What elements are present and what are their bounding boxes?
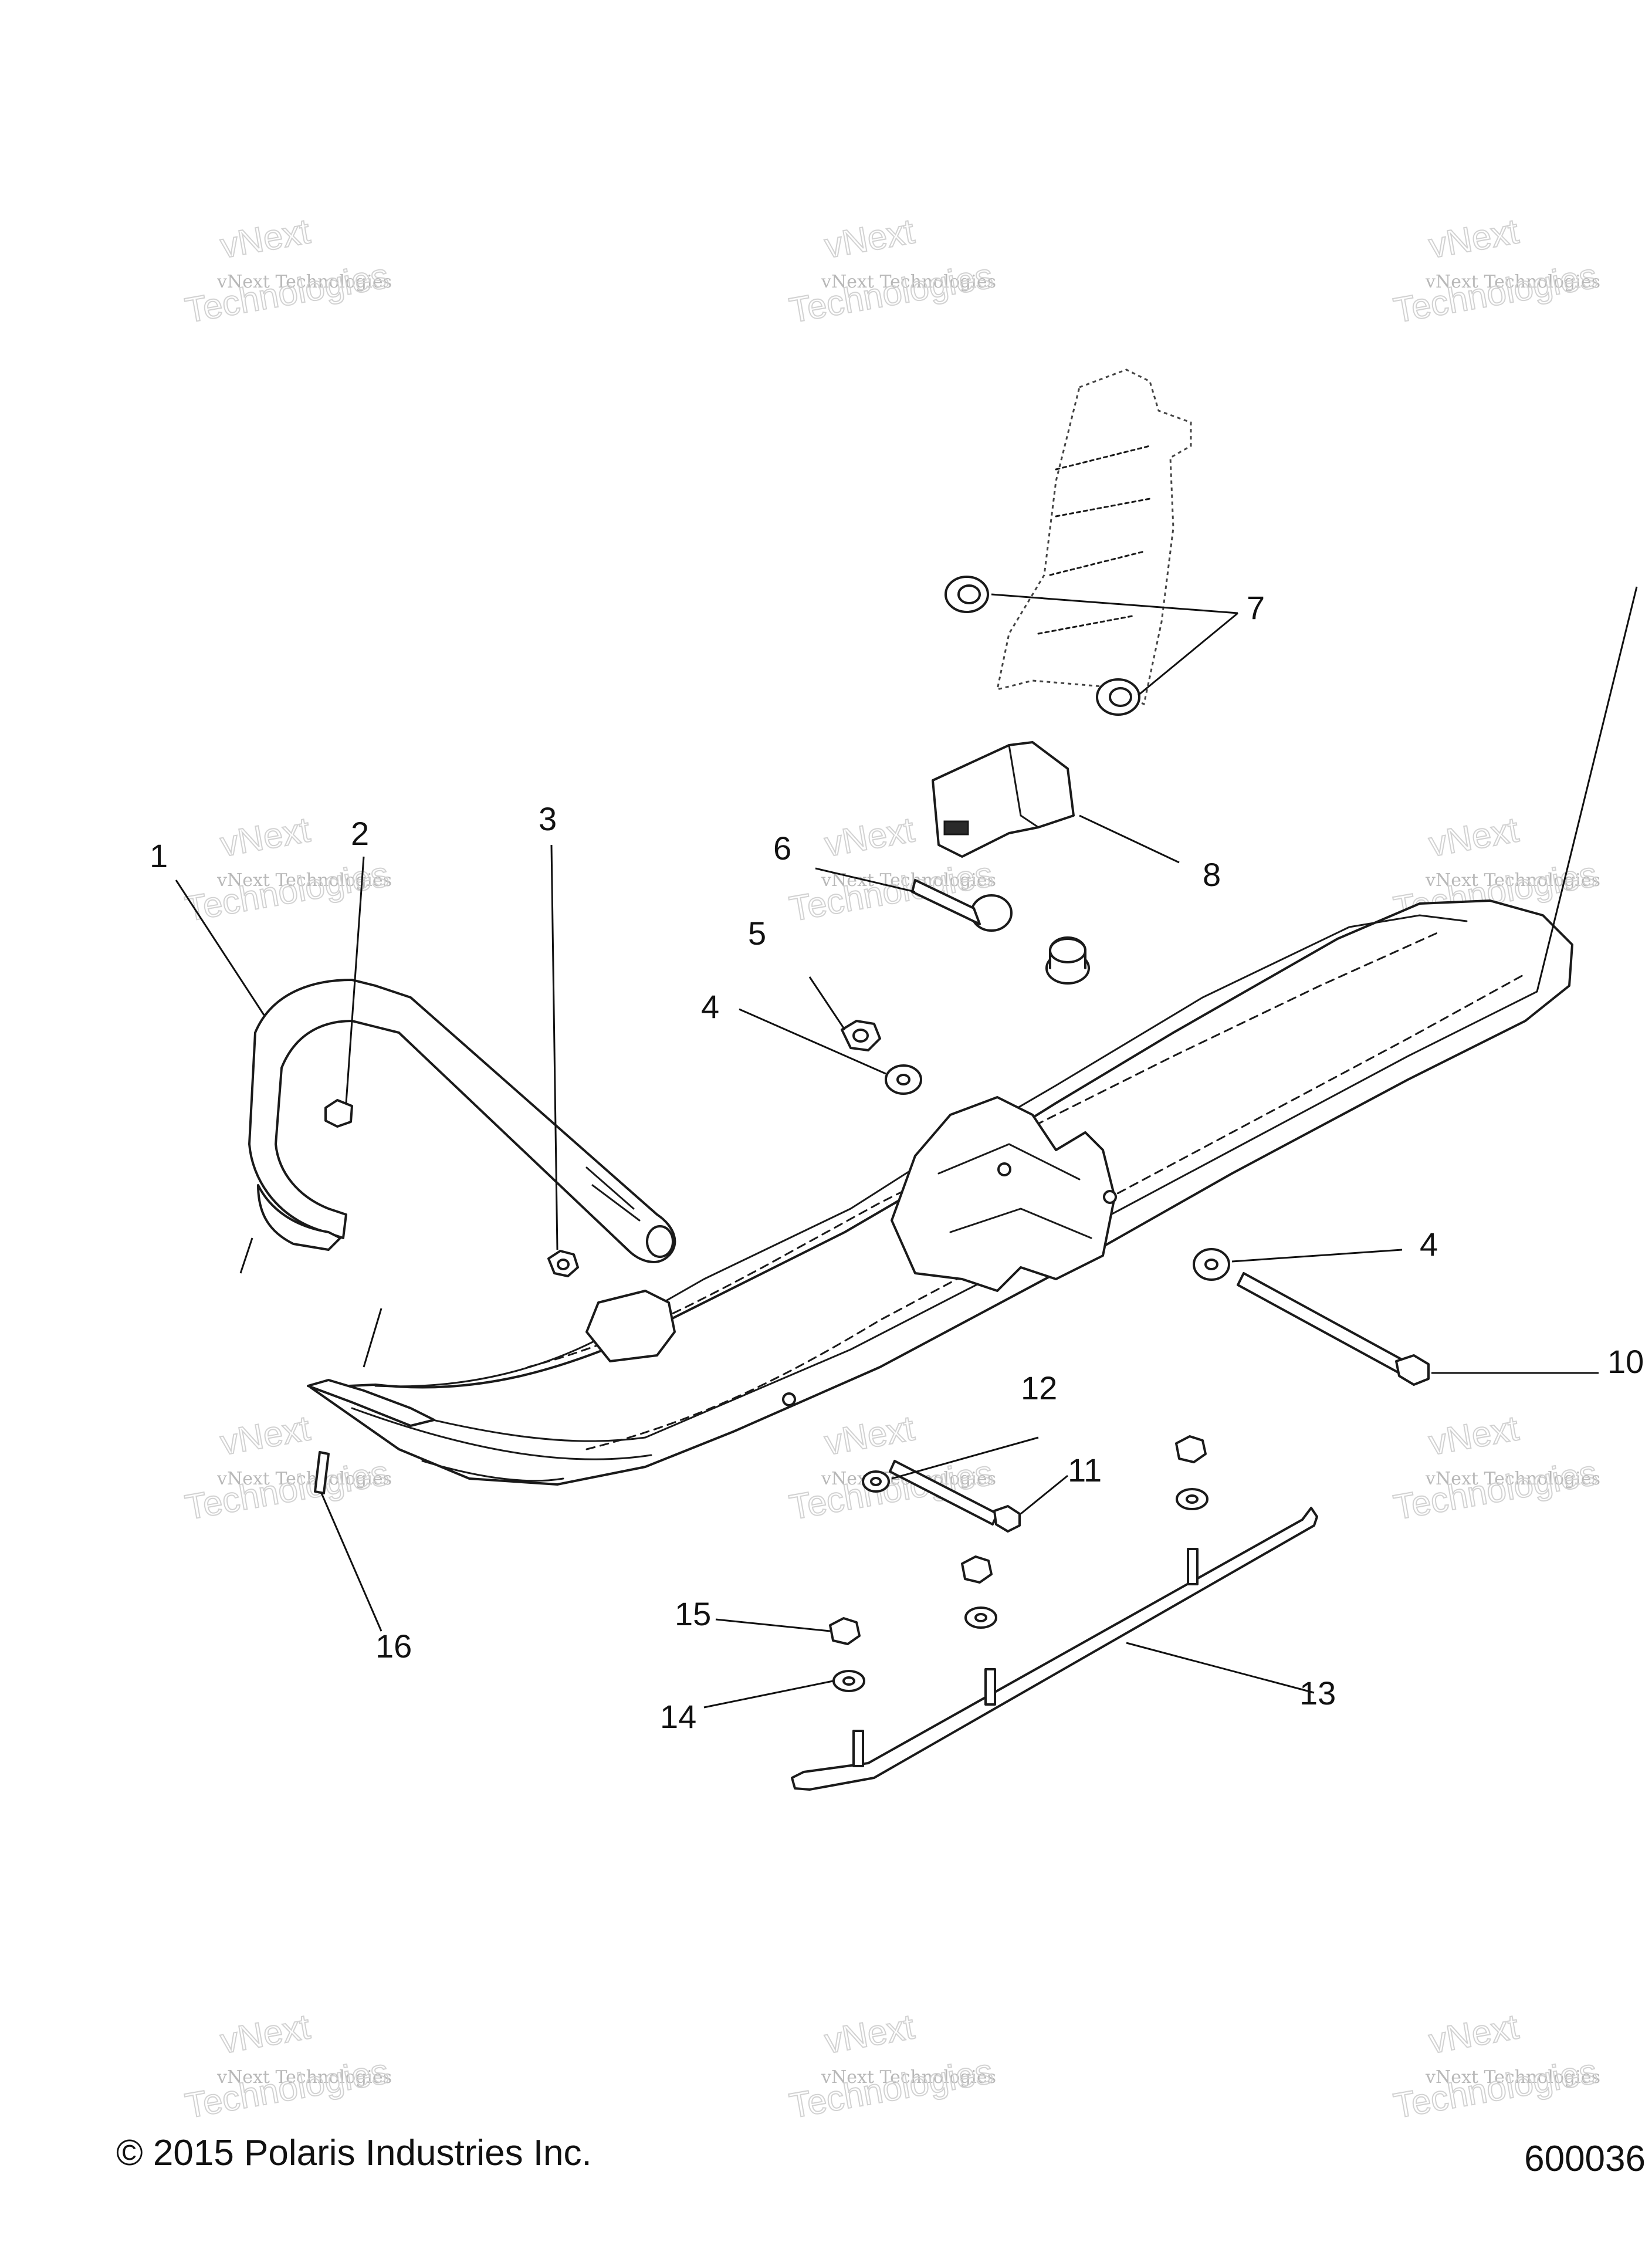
callout-16: 16 bbox=[375, 1628, 412, 1665]
spindle-reference-outline bbox=[996, 368, 1192, 706]
callout-6: 6 bbox=[773, 830, 791, 867]
callout-3: 3 bbox=[539, 800, 557, 837]
callout-10: 10 bbox=[1607, 1343, 1644, 1380]
copyright-notice: © 2015 Polaris Industries Inc. bbox=[116, 2133, 592, 2173]
svg-text:Technologies: Technologies bbox=[787, 256, 996, 330]
callout-12: 12 bbox=[1021, 1369, 1057, 1406]
watermark-bottom-center: vNext vNext Technologies Technologies bbox=[786, 2006, 997, 2126]
figure-id: 600036 bbox=[1524, 2139, 1646, 2179]
svg-text:vNext: vNext bbox=[1426, 1408, 1522, 1463]
callout-7: 7 bbox=[1247, 589, 1265, 626]
hex-nut-5 bbox=[841, 1020, 881, 1051]
watermark-low-left: vNext vNext Technologies Technologies bbox=[182, 1408, 392, 1528]
svg-text:vNext: vNext bbox=[218, 810, 313, 864]
svg-text:Technologies: Technologies bbox=[1391, 2051, 1600, 2126]
svg-text:Technologies: Technologies bbox=[1391, 1453, 1600, 1527]
svg-text:Technologies: Technologies bbox=[182, 2051, 392, 2126]
washer-wearbar-2 bbox=[964, 1606, 997, 1629]
watermark-top-center: vNext vNext Technologies Technologies bbox=[786, 211, 997, 331]
svg-text:Technologies: Technologies bbox=[787, 1453, 996, 1527]
nut-15 bbox=[829, 1617, 861, 1645]
nut-wearbar-1 bbox=[1175, 1435, 1207, 1463]
wear-bar-carbide bbox=[791, 1507, 1318, 1791]
svg-text:Technologies: Technologies bbox=[182, 256, 392, 330]
long-bolt-10 bbox=[1237, 1272, 1430, 1386]
svg-text:vNext: vNext bbox=[822, 2007, 918, 2061]
svg-text:vNext: vNext bbox=[218, 2007, 313, 2061]
svg-text:vNext: vNext bbox=[1426, 211, 1522, 266]
callout-15: 15 bbox=[675, 1595, 711, 1632]
callout-13: 13 bbox=[1299, 1675, 1336, 1712]
ski-loop-handle bbox=[248, 979, 676, 1263]
svg-text:vNext Technologies: vNext Technologies bbox=[216, 2067, 392, 2088]
nut-wearbar-2 bbox=[961, 1555, 993, 1584]
ski-stop-bumper bbox=[932, 741, 1075, 858]
svg-text:vNext: vNext bbox=[1426, 810, 1522, 864]
svg-text:vNext Technologies: vNext Technologies bbox=[821, 870, 996, 891]
callout-4-right: 4 bbox=[1420, 1226, 1438, 1263]
callout-11: 11 bbox=[1068, 1452, 1102, 1489]
callout-14: 14 bbox=[660, 1698, 696, 1735]
bushing-lower bbox=[1096, 678, 1140, 716]
svg-text:vNext Technologies: vNext Technologies bbox=[1425, 1469, 1600, 1489]
washer-12 bbox=[862, 1470, 890, 1493]
svg-text:vNext Technologies: vNext Technologies bbox=[1425, 870, 1600, 891]
svg-text:vNext Technologies: vNext Technologies bbox=[216, 1469, 392, 1489]
svg-text:vNext: vNext bbox=[218, 211, 313, 266]
svg-text:Technologies: Technologies bbox=[787, 2051, 996, 2126]
callout-8: 8 bbox=[1203, 856, 1221, 893]
svg-text:vNext Technologies: vNext Technologies bbox=[1425, 272, 1600, 292]
svg-text:vNext: vNext bbox=[822, 810, 918, 864]
svg-text:vNext Technologies: vNext Technologies bbox=[216, 272, 392, 292]
watermark-bottom-right: vNext vNext Technologies Technologies bbox=[1390, 2006, 1601, 2126]
bushing-sleeve bbox=[1045, 936, 1090, 985]
svg-text:vNext: vNext bbox=[822, 1408, 918, 1463]
washer-14 bbox=[832, 1670, 865, 1692]
washer-4-right bbox=[1193, 1248, 1230, 1281]
svg-text:Technologies: Technologies bbox=[1391, 256, 1600, 330]
watermark-top-right: vNext vNext Technologies Technologies bbox=[1390, 211, 1601, 331]
flange-bolt bbox=[911, 879, 1013, 932]
callout-labels: 1 2 3 4 4 5 6 7 8 10 11 12 13 14 15 16 bbox=[150, 589, 1644, 1735]
svg-text:vNext: vNext bbox=[218, 1408, 313, 1463]
roll-pin-16 bbox=[314, 1451, 330, 1494]
ski-body bbox=[307, 899, 1573, 1486]
watermark-low-right: vNext vNext Technologies Technologies bbox=[1390, 1408, 1601, 1528]
watermark-bottom-left: vNext vNext Technologies Technologies bbox=[182, 2006, 392, 2126]
leader-lines bbox=[175, 586, 1638, 1709]
bolt-11 bbox=[889, 1460, 1021, 1533]
hex-nut-3 bbox=[547, 1250, 579, 1277]
svg-text:vNext: vNext bbox=[822, 211, 918, 266]
watermark-layer: vNext vNext Technologies Technologies vN… bbox=[182, 211, 1601, 2126]
bushing-upper bbox=[945, 576, 989, 613]
callout-4-left: 4 bbox=[701, 988, 719, 1025]
svg-text:vNext Technologies: vNext Technologies bbox=[821, 2067, 996, 2088]
svg-text:Technologies: Technologies bbox=[182, 1453, 392, 1527]
svg-text:vNext: vNext bbox=[1426, 2007, 1522, 2061]
callout-2: 2 bbox=[351, 815, 369, 852]
callout-1: 1 bbox=[150, 837, 168, 874]
washer-wearbar-1 bbox=[1176, 1488, 1208, 1510]
callout-5: 5 bbox=[748, 915, 766, 952]
washer-4-left bbox=[885, 1064, 922, 1095]
svg-text:vNext Technologies: vNext Technologies bbox=[821, 272, 996, 292]
clip-nut bbox=[324, 1099, 353, 1128]
svg-text:vNext Technologies: vNext Technologies bbox=[1425, 2067, 1600, 2088]
watermark-top-left: vNext vNext Technologies Technologies bbox=[182, 211, 392, 331]
